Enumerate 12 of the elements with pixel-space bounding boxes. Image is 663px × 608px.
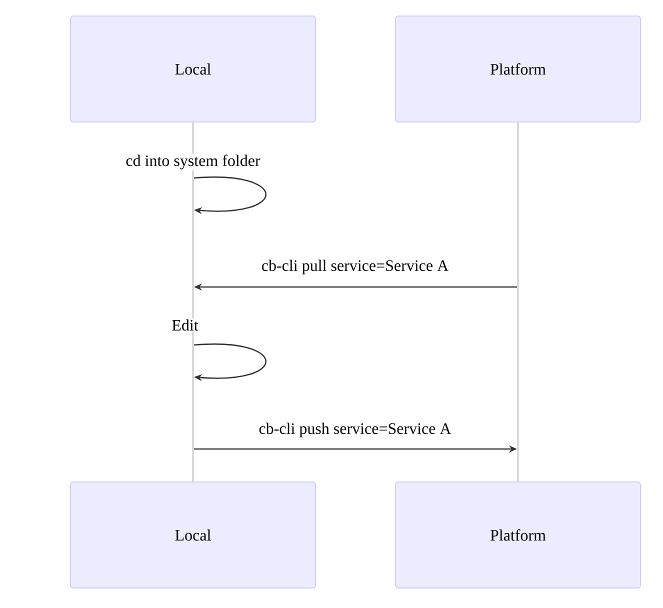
actor-box: Platform	[395, 16, 641, 122]
self-loop-arrow	[194, 343, 266, 382]
message-label: cb-cli push service=Service A	[258, 422, 452, 438]
message-label: cd into system folder	[124, 154, 262, 170]
self-loop-arrow	[194, 176, 266, 214]
message-label: cb-cli pull service=Service A	[260, 258, 450, 276]
lifeline	[517, 122, 519, 482]
actor-box: Local	[70, 482, 316, 588]
message-label: Edit	[170, 318, 200, 332]
actor-box: Platform	[395, 482, 641, 588]
lifeline	[192, 122, 194, 482]
actor-box: Local	[70, 16, 316, 122]
